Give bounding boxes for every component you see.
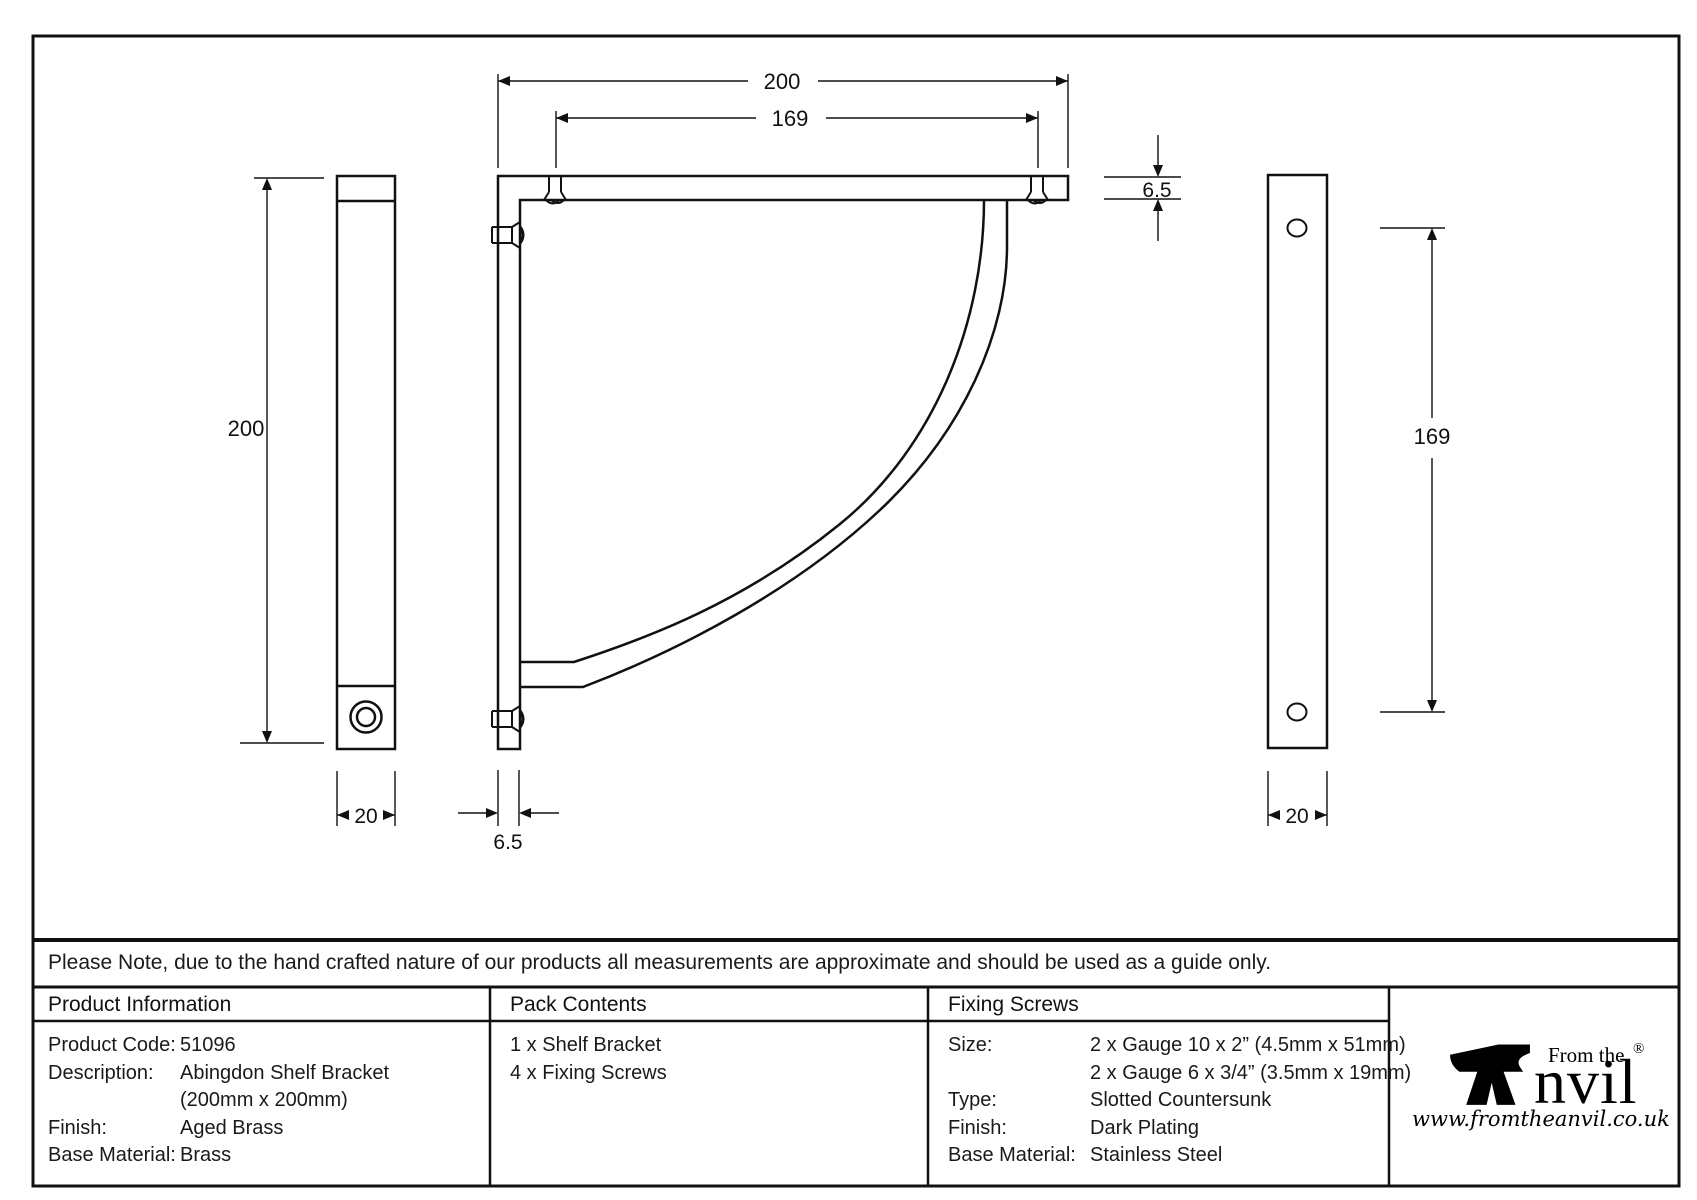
row-value: Stainless Steel <box>1090 1144 1223 1166</box>
row-value: Abingdon Shelf Bracket <box>180 1061 390 1084</box>
dim-label-back-width: 20 <box>1285 805 1308 828</box>
row-value: 51096 <box>180 1034 236 1056</box>
dim-side-height <box>240 177 324 744</box>
row-label: Finish: <box>48 1116 107 1139</box>
dim-front-holes <box>555 111 1039 168</box>
page-frame <box>31 34 1681 1188</box>
logo-registered-mark: ® <box>1633 1041 1645 1057</box>
row-label: Size: <box>948 1034 993 1056</box>
table-row: Base Material: Brass <box>48 1142 478 1170</box>
back-view <box>1266 173 1329 750</box>
side-screw-hole-inner <box>355 706 377 728</box>
product-information-header: Product Information <box>48 993 232 1016</box>
wall-screw-bottom <box>491 705 525 733</box>
table-row: Finish: Aged Brass <box>48 1115 478 1143</box>
row-value: 2 x Gauge 6 x 3/4” (3.5mm x 19mm) <box>1090 1061 1412 1084</box>
row-label <box>948 1060 1090 1088</box>
row-value: (200mm x 200mm) <box>180 1089 348 1111</box>
dim-back-width <box>1267 771 1328 826</box>
pack-contents-header: Pack Contents <box>510 993 647 1016</box>
row-value: Dark Plating <box>1090 1116 1199 1139</box>
dim-label-front-width: 200 <box>764 69 801 94</box>
back-hole-bottom <box>1286 702 1308 722</box>
dim-label-back-holes: 169 <box>1414 424 1451 449</box>
row-value: Slotted Countersunk <box>1090 1089 1272 1111</box>
dim-label-shelf-thickness: 6.5 <box>1142 179 1171 202</box>
table-row: Type: Slotted Countersunk <box>948 1087 1388 1115</box>
back-hole-top <box>1286 218 1308 238</box>
row-label: Description: <box>48 1061 154 1084</box>
table-row: 2 x Gauge 6 x 3/4” (3.5mm x 19mm) <box>948 1060 1411 1088</box>
row-label: Product Code: <box>48 1034 176 1056</box>
measurement-disclaimer: Please Note, due to the hand crafted nat… <box>48 951 1272 974</box>
row-value: Aged Brass <box>180 1116 284 1139</box>
row-label: Type: <box>948 1089 997 1111</box>
table-row: Product Code: 51096 <box>48 1032 478 1060</box>
table-row: (200mm x 200mm) <box>48 1087 478 1115</box>
corbel-inner-curve <box>520 199 986 664</box>
row-value: 2 x Gauge 10 x 2” (4.5mm x 51mm) <box>1090 1034 1406 1056</box>
row-value: Brass <box>180 1144 232 1166</box>
fixing-screws-header: Fixing Screws <box>948 993 1079 1016</box>
shelf-screw-left <box>543 177 567 205</box>
corbel-outer-curve <box>520 200 1009 689</box>
wall-screw-top <box>491 221 525 249</box>
pack-item: 1 x Shelf Bracket <box>510 1034 662 1056</box>
dim-shelf-thickness <box>1104 135 1181 241</box>
dim-front-width <box>497 74 1069 168</box>
front-view <box>496 174 1070 751</box>
pack-item: 4 x Fixing Screws <box>510 1061 667 1084</box>
logo-website: www.fromtheanvil.co.uk <box>1412 1107 1670 1131</box>
dim-side-depth <box>336 771 396 826</box>
logo-brand-text: nvil <box>1534 1046 1638 1117</box>
table-row: Finish: Dark Plating <box>948 1115 1388 1143</box>
shelf-screws <box>543 177 1049 205</box>
wall-screws <box>491 221 525 733</box>
anvil-logo-icon <box>1450 1044 1530 1105</box>
logo-tagline: From the <box>1548 1043 1625 1067</box>
dim-label-side-height: 200 <box>228 416 265 441</box>
side-screw-hole-outer <box>349 700 383 734</box>
fixing-screws-cell: Size: 2 x Gauge 10 x 2” (4.5mm x 51mm) 2… <box>948 1032 1411 1170</box>
row-label: Base Material: <box>948 1144 1076 1166</box>
product-information-cell: Product Code: 51096 Description: Abingdo… <box>48 1032 478 1170</box>
row-label: Finish: <box>948 1116 1007 1139</box>
side-view <box>335 174 397 751</box>
dim-label-wall-thickness: 6.5 <box>493 831 522 854</box>
table-row: Description: Abingdon Shelf Bracket <box>48 1060 478 1088</box>
dim-label-front-holes: 169 <box>772 106 809 131</box>
dim-label-side-depth: 20 <box>354 805 377 828</box>
shelf-screw-right <box>1025 177 1049 205</box>
dim-wall-thickness <box>458 770 559 826</box>
table-row: Base Material: Stainless Steel <box>948 1142 1388 1170</box>
row-label: Base Material: <box>48 1144 176 1166</box>
dim-back-holes <box>1380 227 1445 713</box>
row-label <box>48 1087 180 1115</box>
pack-contents-cell: 1 x Shelf Bracket 4 x Fixing Screws <box>510 1032 910 1087</box>
table-row: Size: 2 x Gauge 10 x 2” (4.5mm x 51mm) <box>948 1032 1406 1060</box>
